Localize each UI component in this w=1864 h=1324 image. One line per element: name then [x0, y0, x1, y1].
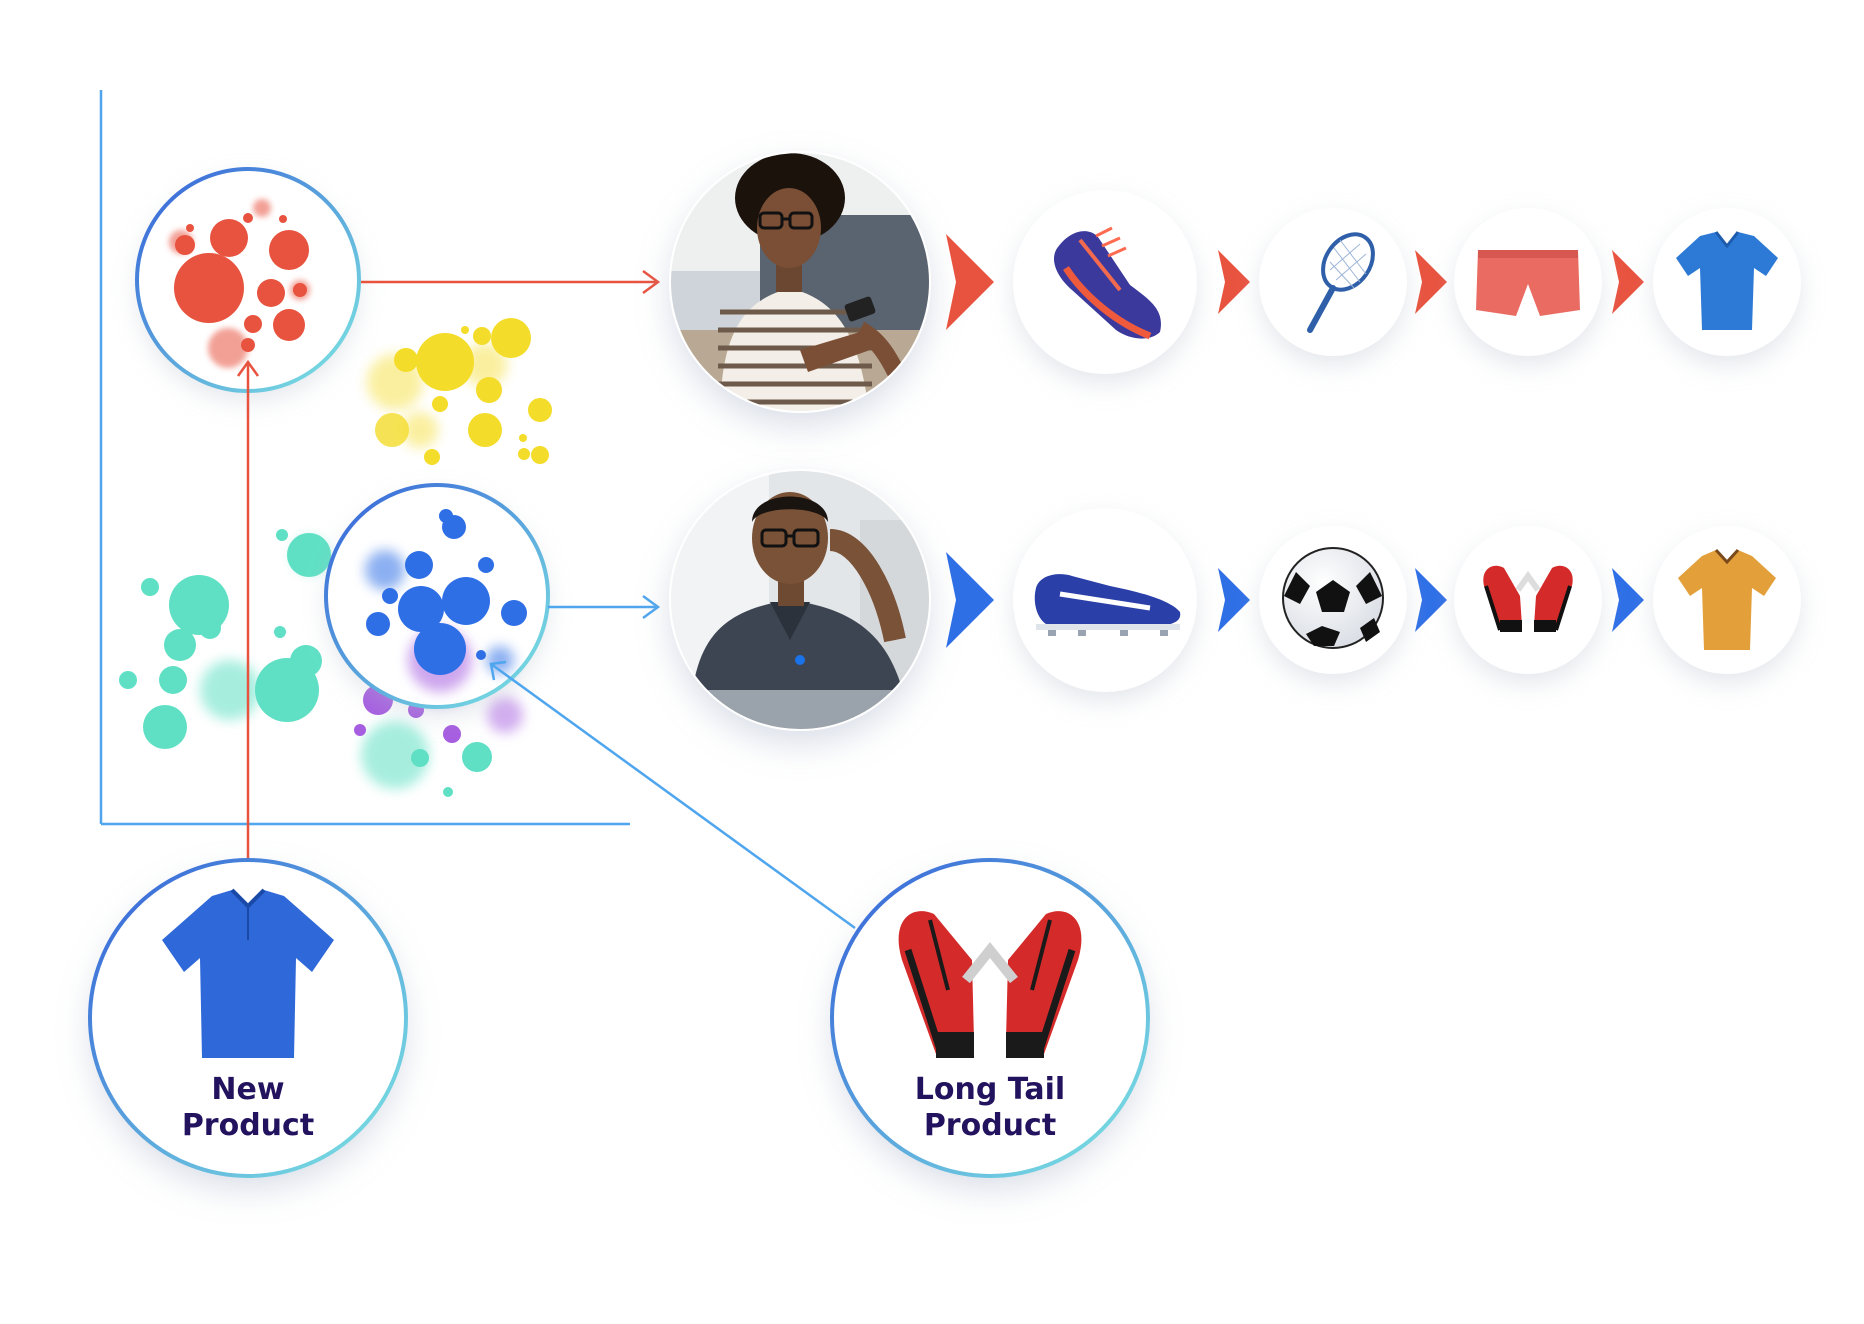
long-tail-product-label-line1: Long Tail [914, 1072, 1066, 1107]
new-product-label: New Product [148, 1072, 348, 1144]
row1-item-backgrounds [1013, 190, 1801, 374]
teal-cluster [119, 529, 492, 797]
new-product-label-line1: New [211, 1072, 285, 1107]
jersey-icon [1678, 548, 1776, 650]
chart-axes [99, 90, 630, 826]
goalkeeper-gloves-icon [1483, 565, 1573, 632]
new-product-label-line2: Product [181, 1108, 315, 1143]
long-tail-product-circle [830, 858, 1150, 1178]
polo-shirt-blue-icon [162, 888, 334, 1058]
running-shoe-icon [1053, 226, 1161, 340]
persona-man-with-laptop [669, 469, 931, 731]
blue-segment-circle [324, 483, 550, 709]
soccer-ball-icon [1282, 547, 1384, 649]
long-tail-product-label-line2: Product [923, 1108, 1057, 1143]
persona-woman-with-phone [669, 151, 931, 413]
row2-chevrons [946, 552, 1644, 648]
row1-chevrons [946, 234, 1644, 330]
polo-shirt-icon [1676, 231, 1778, 330]
blue-connector [489, 594, 856, 930]
goalkeeper-gloves-large-icon [898, 911, 1082, 1058]
yellow-cluster [367, 318, 552, 465]
shorts-icon [1476, 250, 1580, 316]
red-connector [236, 269, 661, 866]
soccer-cleat-icon [1034, 574, 1181, 636]
red-segment-circle [135, 167, 361, 393]
new-product-circle [88, 858, 408, 1178]
long-tail-product-label: Long Tail Product [870, 1072, 1110, 1144]
tennis-racket-icon [1307, 232, 1375, 333]
